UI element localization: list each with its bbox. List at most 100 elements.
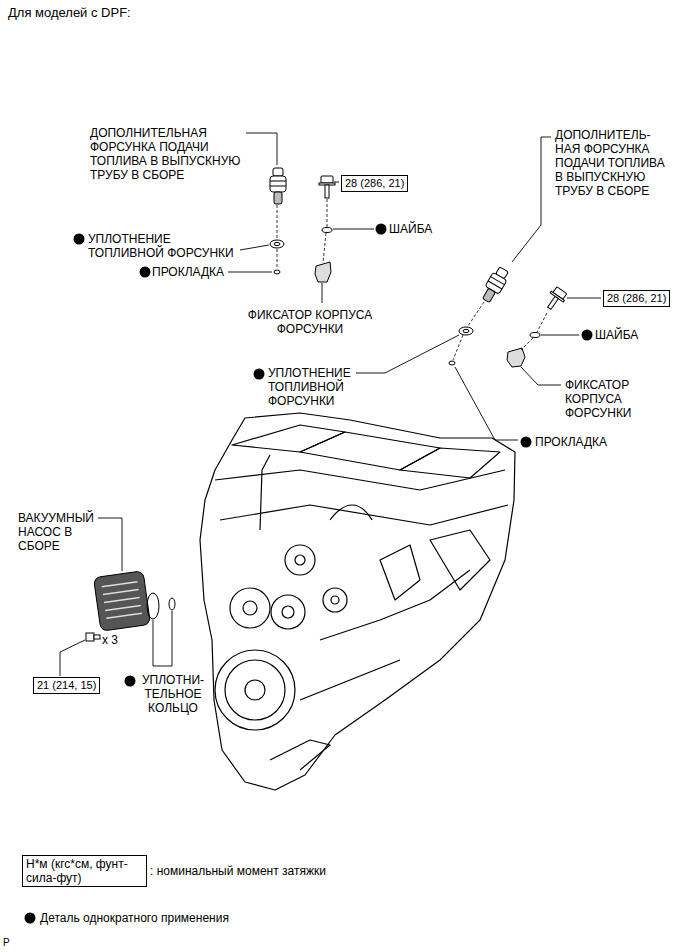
vacuum-pump-part-part xyxy=(104,598,140,603)
dashed-assembly-lines-part xyxy=(327,199,328,227)
bolt-right-part xyxy=(548,296,559,309)
legend-swatch xyxy=(25,913,36,924)
quantity-note: x 3 xyxy=(102,633,132,647)
legend-swatch-holder xyxy=(24,912,36,924)
torque-box: 21 (214, 15) xyxy=(33,677,100,694)
engine-illustration-part xyxy=(320,570,470,640)
single-use-dot-part xyxy=(376,224,387,235)
engine-illustration-part xyxy=(200,413,515,790)
leader-lines-part xyxy=(521,367,561,385)
leader-lines-part xyxy=(246,133,277,165)
part-label: ДОПОЛНИТЕЛЬ- НАЯ ФОРСУНКА ПОДАЧИ ТОПЛИВА… xyxy=(555,128,673,198)
torque-value: 21 (214, 15) xyxy=(37,679,96,692)
engine-illustration-part xyxy=(215,650,295,730)
leader-lines-part xyxy=(333,229,374,230)
dashed-assembly-lines-part xyxy=(277,205,278,239)
vacuum-pump-part xyxy=(147,593,159,619)
leader-lines-part xyxy=(153,620,154,666)
engine-illustration-part xyxy=(215,470,505,490)
leader-lines-part xyxy=(60,640,85,676)
dashed-assembly-lines-part xyxy=(453,335,463,360)
part-label: ДОПОЛНИТЕЛЬНАЯ ФОРСУНКА ПОДАЧИ ТОПЛИВА В… xyxy=(90,126,250,182)
dashed-assembly-lines-part xyxy=(277,249,278,269)
legend-entry: Деталь однократного применения xyxy=(40,911,229,925)
single-use-dot xyxy=(74,224,593,687)
leader-lines-part xyxy=(356,335,459,373)
torque-value: 28 (286, 21) xyxy=(345,177,404,190)
part-label: УПЛОТНИ- ТЕЛЬНОЕ КОЛЬЦО xyxy=(138,673,208,715)
legend-text: Деталь однократного применения xyxy=(40,911,229,925)
engine-illustration-part xyxy=(323,588,347,612)
vacuum-pump-part xyxy=(102,582,142,619)
vacuum-pump-part-part xyxy=(103,590,139,595)
injector-left-part xyxy=(270,176,286,192)
part-label: ПРОКЛАДКА xyxy=(535,435,615,449)
part-label: ФИКСАТОР КОРПУСА ФОРСУНКИ xyxy=(240,308,380,336)
leader-lines-part xyxy=(334,182,339,183)
engine-illustration-part xyxy=(300,432,440,470)
vacuum-pump-part xyxy=(169,598,175,610)
engine-illustration-part xyxy=(400,448,500,478)
injector-left xyxy=(270,168,286,204)
engine-illustration-part xyxy=(230,588,270,628)
leader-lines-part xyxy=(455,367,518,440)
engine-illustration-part xyxy=(430,530,490,590)
injector-left-part xyxy=(274,192,282,204)
torque-box: 28 (286, 21) xyxy=(341,175,408,192)
engine-illustration xyxy=(200,413,515,790)
vacuum-pump-part xyxy=(94,635,100,639)
vacuum-pump-part xyxy=(93,571,150,631)
engine-illustration-part xyxy=(330,505,372,520)
dashed-assembly-lines-part xyxy=(537,313,547,332)
part-label: УПЛОТНЕНИЕ ТОПЛИВНОЙ ФОРСУНКИ xyxy=(268,366,358,408)
part-label: ШАЙБА xyxy=(389,222,449,236)
leader-lines-part xyxy=(153,666,172,667)
engine-illustration-part xyxy=(300,660,400,700)
page-mark: P xyxy=(3,936,23,950)
injector-right xyxy=(479,265,511,304)
leader-lines-part xyxy=(322,283,323,303)
engine-illustration-part xyxy=(271,595,305,629)
small-parts-part xyxy=(449,361,455,365)
engine-illustration-part xyxy=(295,555,305,565)
leader-lines-part xyxy=(228,272,272,273)
engine-illustration-part xyxy=(220,505,508,525)
legend-text: : номинальный момент затяжки xyxy=(150,864,326,878)
engine-illustration-part xyxy=(285,545,315,575)
part-label: ШАЙБА xyxy=(595,328,655,342)
engine-illustration-part xyxy=(245,680,265,700)
bolt-left-part xyxy=(321,176,333,183)
small-parts-part xyxy=(530,333,540,338)
small-parts-part xyxy=(459,327,473,335)
part-label: ПРОКЛАДКА xyxy=(152,265,232,279)
small-parts-part xyxy=(322,228,332,233)
engine-illustration-part xyxy=(282,606,294,618)
diagram-title: Для моделей с DPF: xyxy=(8,6,131,20)
small-parts-part xyxy=(274,242,280,245)
injector-right-part xyxy=(488,281,502,289)
torque-value: Н*м (кгс*см, фунт-сила-фут) xyxy=(26,857,143,885)
single-use-dot-part xyxy=(125,676,136,687)
bolt-right xyxy=(543,286,569,313)
small-parts xyxy=(270,228,540,368)
small-parts-part xyxy=(507,348,525,367)
small-parts-part xyxy=(274,270,280,274)
single-use-dot-part xyxy=(74,234,85,245)
torque-box: 28 (286, 21) xyxy=(603,290,670,307)
bolt-left xyxy=(319,176,335,198)
single-use-dot-part xyxy=(254,369,265,380)
bolt-left-part xyxy=(325,185,329,198)
single-use-dot-part xyxy=(521,437,532,448)
small-parts-part xyxy=(315,262,331,282)
vacuum-pump xyxy=(86,571,175,641)
engine-illustration-part xyxy=(331,596,339,604)
single-use-dot-part xyxy=(140,267,151,278)
engine-illustration-part xyxy=(270,740,330,770)
leader-lines-part xyxy=(541,335,579,336)
dashed-assembly-lines-part xyxy=(468,302,484,326)
torque-legend-box: Н*м (кгс*см, фунт-сила-фут) xyxy=(22,855,147,887)
injector-left-part xyxy=(270,186,286,187)
engine-illustration-part xyxy=(225,660,285,720)
engine-illustration-part xyxy=(260,455,270,530)
leader-lines-part xyxy=(240,245,269,250)
